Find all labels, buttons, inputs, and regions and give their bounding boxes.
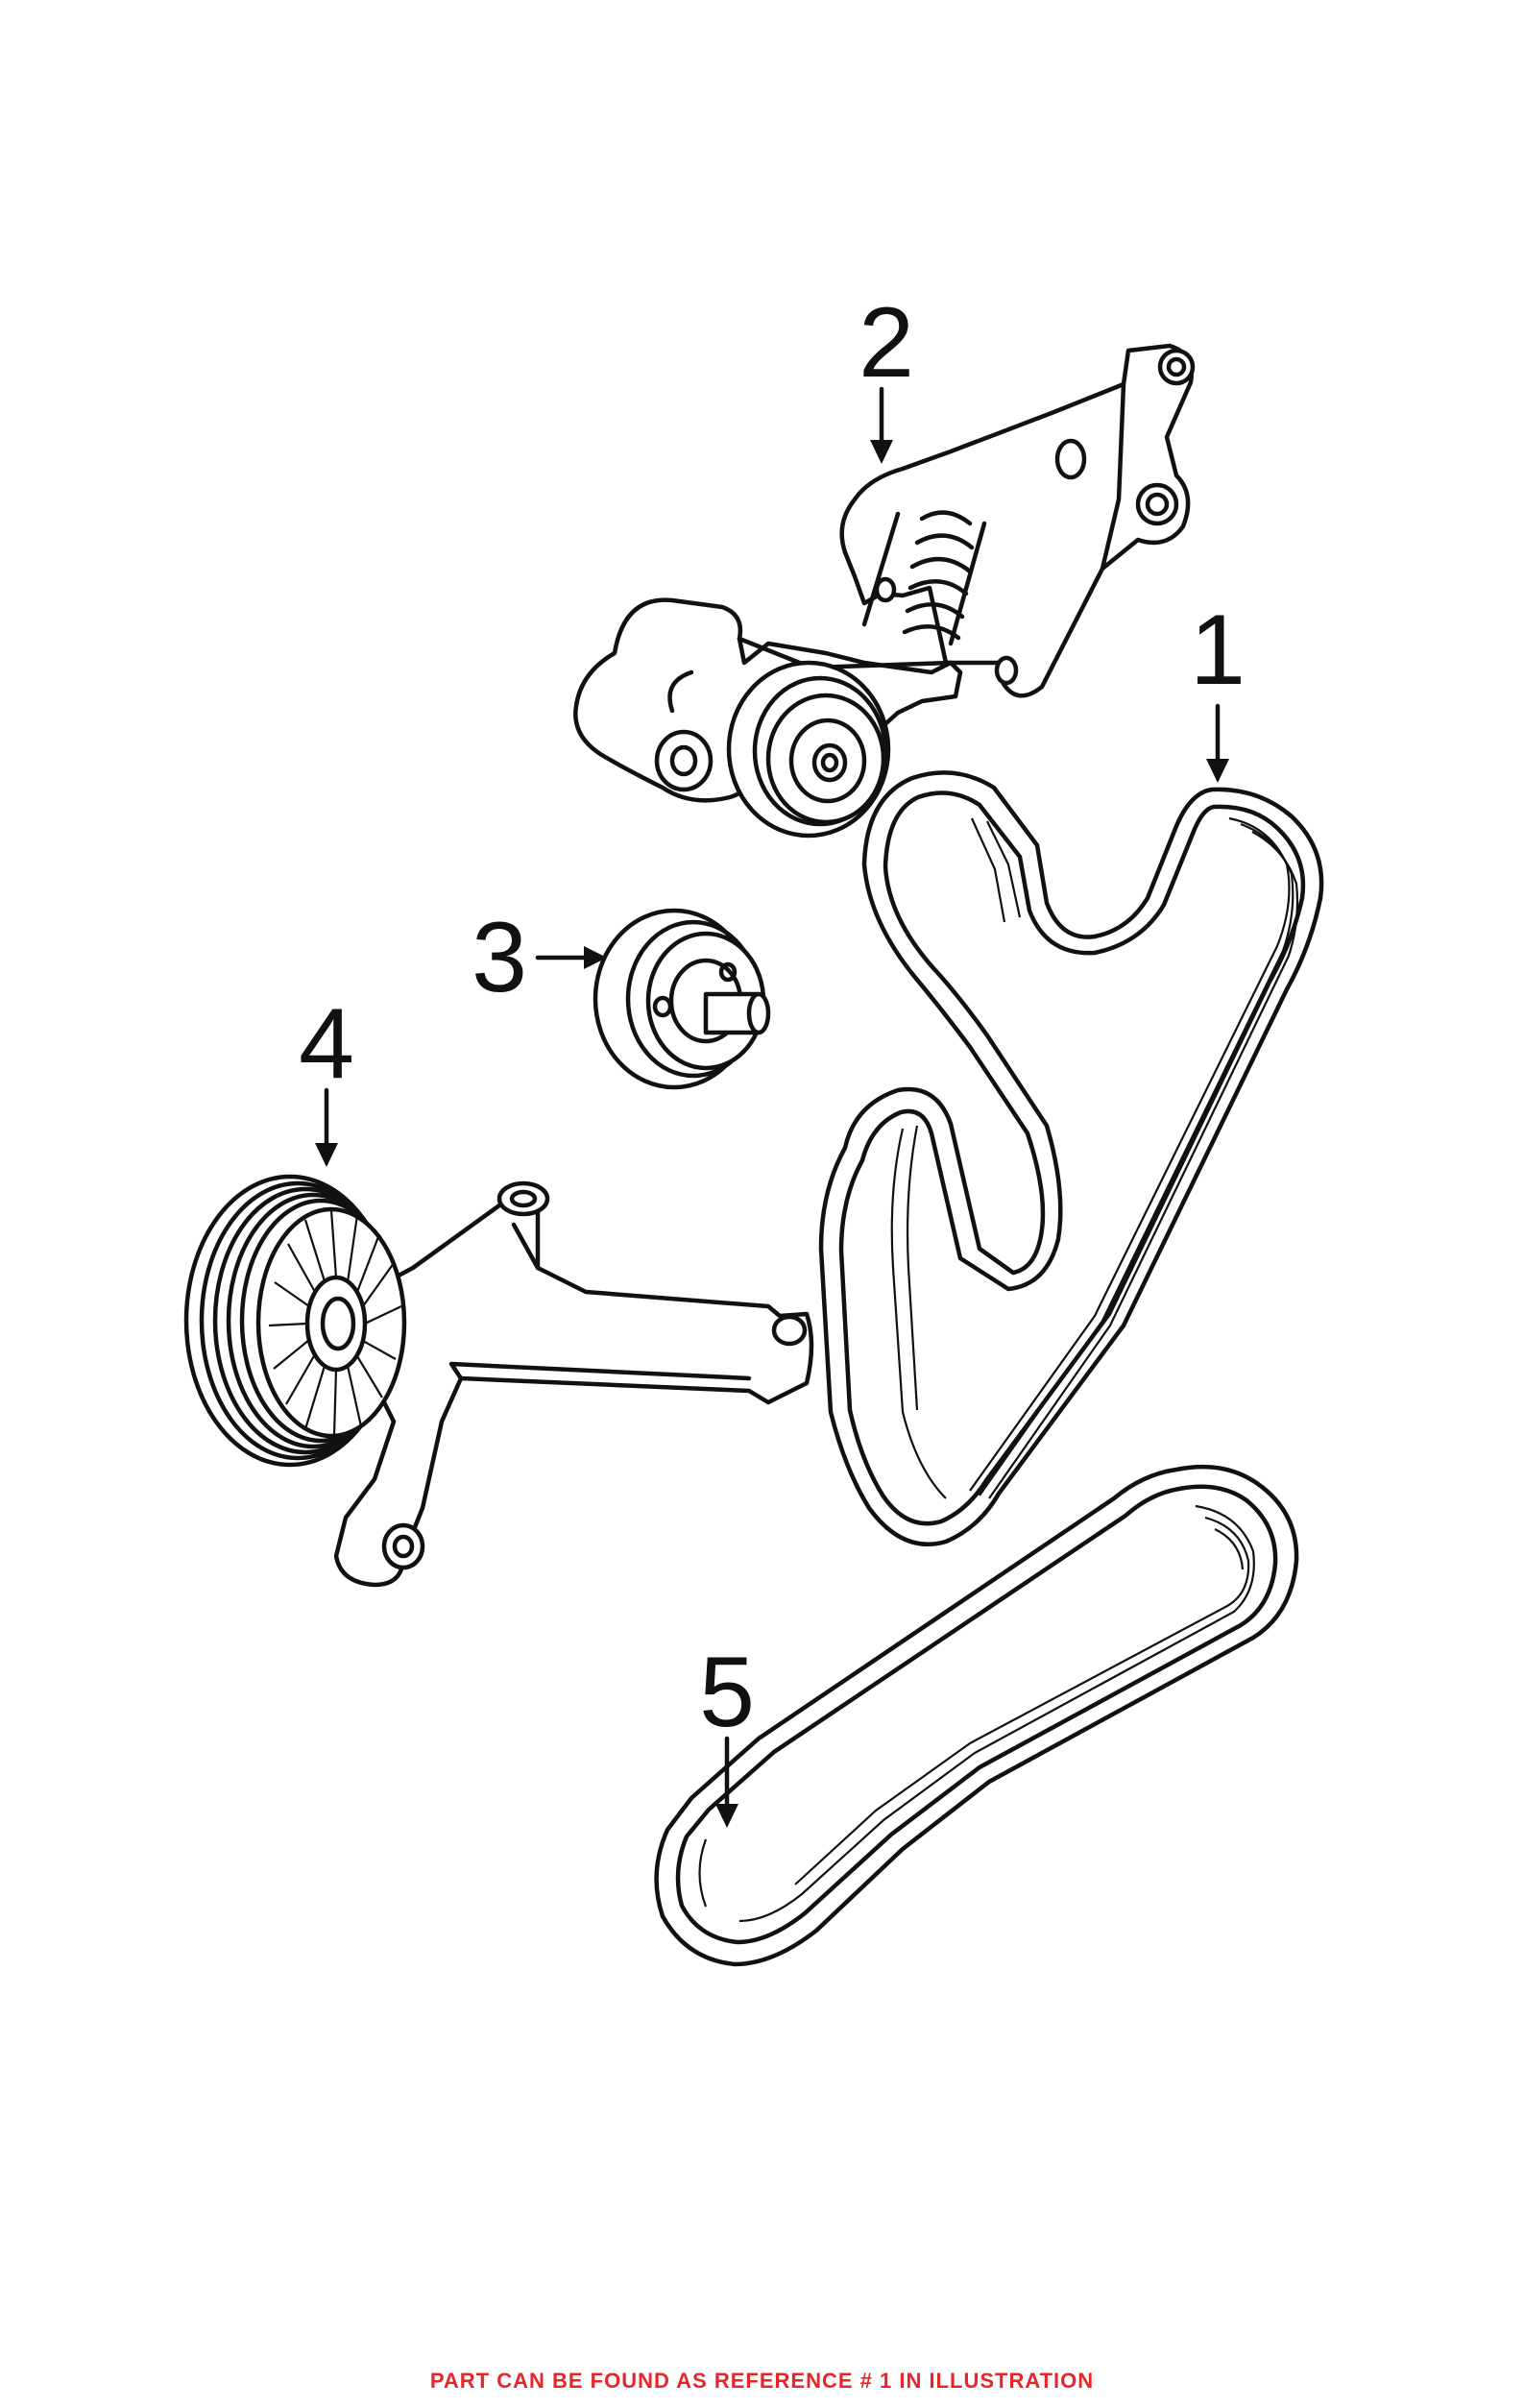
part-5-secondary-belt	[654, 1464, 1299, 1967]
part-2-tensioner-assembly	[573, 343, 1196, 839]
reference-note: PART CAN BE FOUND AS REFERENCE # 1 IN IL…	[429, 2369, 1095, 2393]
callout-label-1: 1	[1190, 595, 1246, 706]
callout-label-2: 2	[859, 287, 914, 399]
part-1-main-belt	[818, 770, 1324, 1547]
callout-label-5: 5	[699, 1637, 755, 1748]
part-3-idler-pulley	[593, 908, 771, 1090]
arrow-5	[715, 1736, 738, 1828]
arrow-2	[870, 386, 893, 464]
callout-label-4: 4	[299, 988, 354, 1100]
callout-label-3: 3	[472, 902, 527, 1013]
part-4-pulley-bracket	[183, 1174, 814, 1588]
arrow-1	[1206, 703, 1229, 783]
arrow-3	[535, 946, 607, 969]
arrow-4	[315, 1087, 338, 1167]
callout-arrows	[315, 386, 1229, 1828]
